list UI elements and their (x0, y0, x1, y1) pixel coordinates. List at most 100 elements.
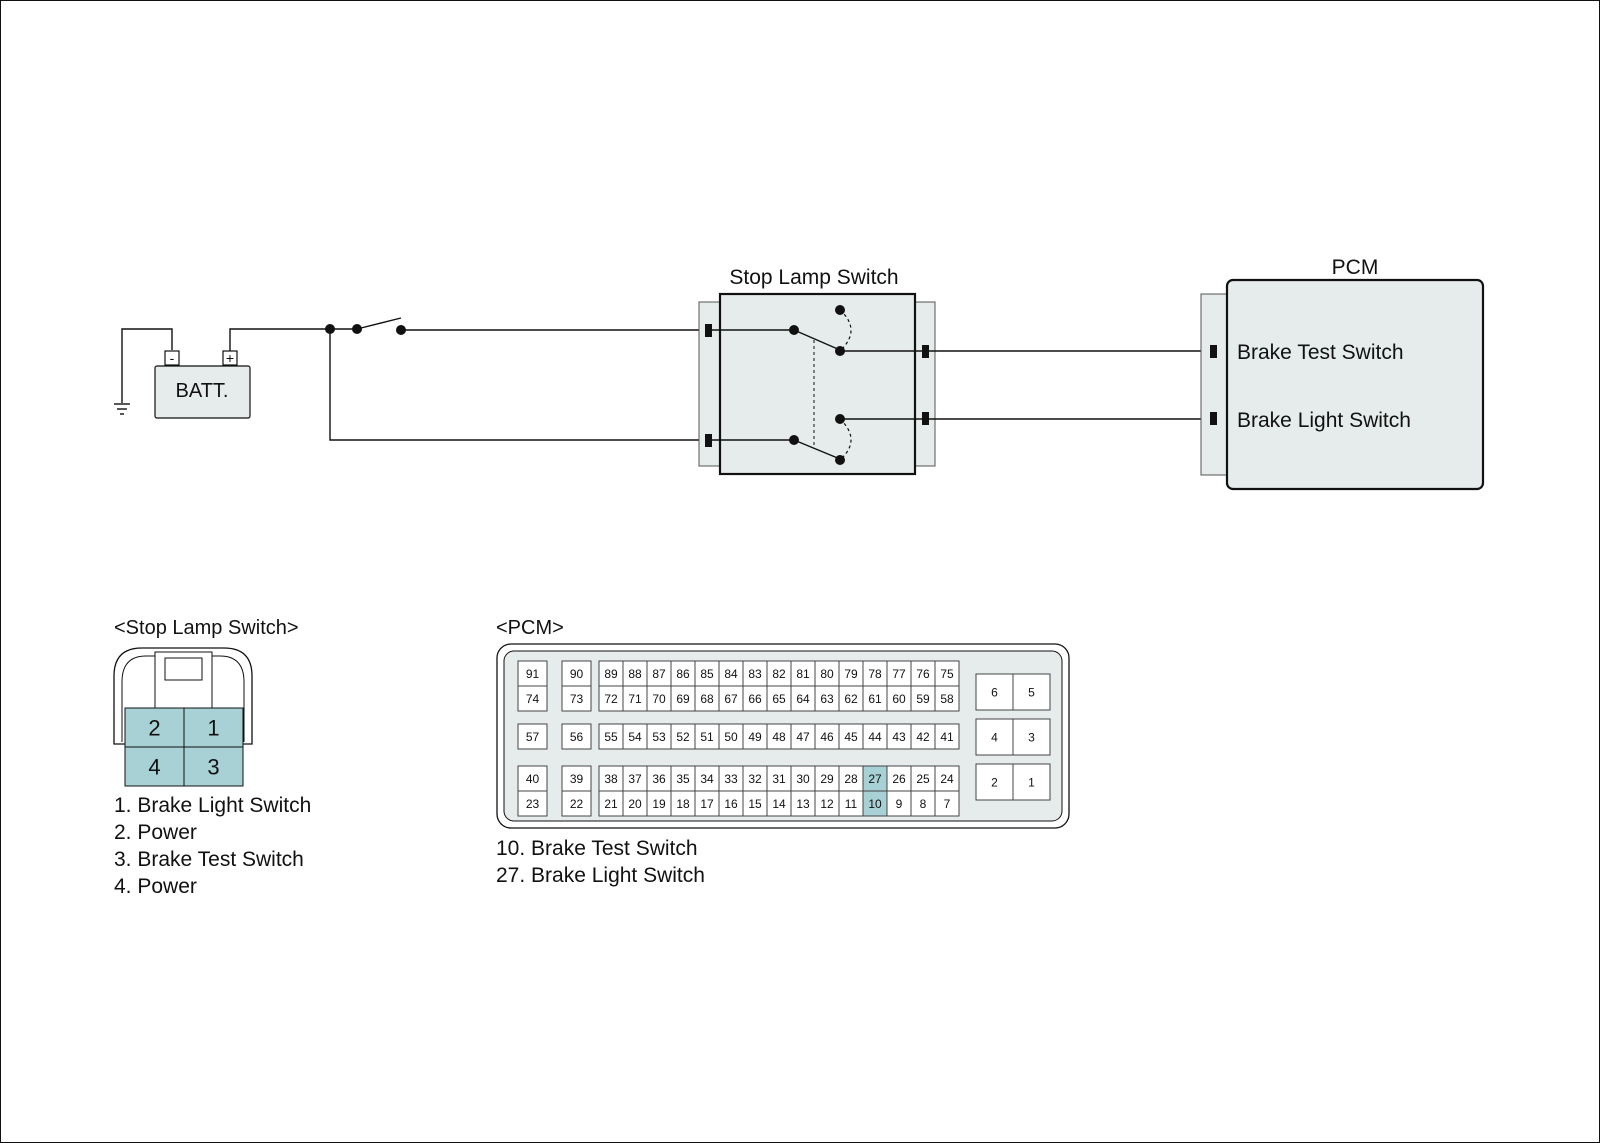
pin-label: 59 (916, 692, 930, 706)
pin-label: 2 (148, 716, 160, 741)
pin-label: 29 (820, 772, 834, 786)
pin-label: 23 (526, 797, 540, 811)
connector-pin: 24 (934, 765, 960, 792)
pin-label: 34 (700, 772, 714, 786)
battery-label: BATT. (176, 380, 229, 402)
connector-pin: 46 (814, 723, 840, 750)
pin-label: 8 (920, 797, 927, 811)
pin-label: 3 (207, 755, 219, 780)
pin-label: 38 (604, 772, 618, 786)
connector-pin: 54 (622, 723, 648, 750)
connector-pin: 79 (838, 660, 864, 687)
connector-pin: 31 (766, 765, 792, 792)
connector-pin: 10 (862, 790, 888, 817)
connector-pin: 68 (694, 685, 720, 712)
connector-pin: 44 (862, 723, 888, 750)
connector-pin: 45 (838, 723, 864, 750)
connector-pin: 30 (790, 765, 816, 792)
pin-label: 73 (570, 692, 584, 706)
pin-label: 76 (916, 667, 930, 681)
pin-label: 39 (570, 772, 584, 786)
stop-lamp-switch: Stop Lamp Switch (698, 266, 936, 476)
pin-label: 19 (652, 797, 666, 811)
connector-pin: 48 (766, 723, 792, 750)
connector-pin: 86 (670, 660, 696, 687)
terminal-icon (705, 434, 712, 447)
connector-pin: 4 (124, 746, 185, 787)
connector-pin: 59 (910, 685, 936, 712)
pin-label: 90 (570, 667, 584, 681)
connector-pin: 3 (183, 746, 244, 787)
pin-label: 3 (1028, 731, 1035, 745)
wire-to-stop-lamp-pin-4 (329, 329, 705, 441)
connector-pin: 65 (766, 685, 792, 712)
stop-lamp-connector-title: <Stop Lamp Switch> (114, 617, 299, 639)
pin-label: 33 (724, 772, 738, 786)
pin-label: 67 (724, 692, 738, 706)
pin-label: 44 (868, 730, 882, 744)
terminal-icon (1210, 412, 1217, 425)
pin-label: 66 (748, 692, 762, 706)
pin-label: 1 (1028, 776, 1035, 790)
connector-pin: 20 (622, 790, 648, 817)
pin-label: 84 (724, 667, 738, 681)
connector-pin: 8 (910, 790, 936, 817)
connector-pin: 89 (598, 660, 624, 687)
pin-label: 49 (748, 730, 762, 744)
ignition-switch-blade (356, 317, 402, 330)
pin-label: 18 (676, 797, 690, 811)
pcm-module: PCM Brake Test Switch Brake Light Switch (1200, 256, 1485, 491)
connector-pin: 78 (862, 660, 888, 687)
connector-pin: 38 (598, 765, 624, 792)
pin-label: 4 (991, 731, 998, 745)
pin-label: 61 (868, 692, 882, 706)
pin-label: 13 (796, 797, 810, 811)
pin-label: 83 (748, 667, 762, 681)
connector-pin: 53 (646, 723, 672, 750)
connector-pin: 41 (934, 723, 960, 750)
connector-pin: 66 (742, 685, 768, 712)
pin-label: 75 (940, 667, 954, 681)
connector-pin: 47 (790, 723, 816, 750)
connector-pin: 43 (886, 723, 912, 750)
pin-label: 69 (676, 692, 690, 706)
pin-label: 72 (604, 692, 618, 706)
switch-contact (352, 324, 362, 334)
pin-label: 85 (700, 667, 714, 681)
connector-pin: 9 (886, 790, 912, 817)
connector-pin: 28 (838, 765, 864, 792)
pin-label: 51 (700, 730, 714, 744)
connector-pin: 40 (517, 765, 548, 792)
pin-label: 11 (845, 797, 858, 811)
connector-pin: 33 (718, 765, 744, 792)
pin-label: 24 (940, 772, 954, 786)
pin-label: 52 (676, 730, 690, 744)
battery-positive-wire (229, 328, 357, 351)
connector-pin: 1 (1012, 763, 1051, 801)
pin-label: 77 (892, 667, 906, 681)
pin-label: 4 (148, 755, 160, 780)
connector-pin: 67 (718, 685, 744, 712)
battery-positive-label: + (226, 350, 234, 366)
connector-pin: 77 (886, 660, 912, 687)
pin-label: 27 (868, 772, 882, 786)
connector-pin: 63 (814, 685, 840, 712)
connector-pin: 11 (838, 790, 864, 817)
pin-label: 60 (892, 692, 906, 706)
pcm-legend-2: 27. Brake Light Switch (496, 864, 705, 887)
stop-lamp-legend-4: 4. Power (114, 875, 197, 898)
connector-pin: 55 (598, 723, 624, 750)
connector-pin: 22 (561, 790, 592, 817)
pin-label: 15 (748, 797, 762, 811)
connector-pin: 32 (742, 765, 768, 792)
pin-label: 57 (526, 730, 540, 744)
pin-label: 63 (820, 692, 834, 706)
pin-label: 58 (940, 692, 954, 706)
pin-label: 31 (772, 772, 786, 786)
pin-label: 91 (526, 667, 540, 681)
pin-label: 25 (916, 772, 930, 786)
ground-icon (114, 328, 173, 415)
